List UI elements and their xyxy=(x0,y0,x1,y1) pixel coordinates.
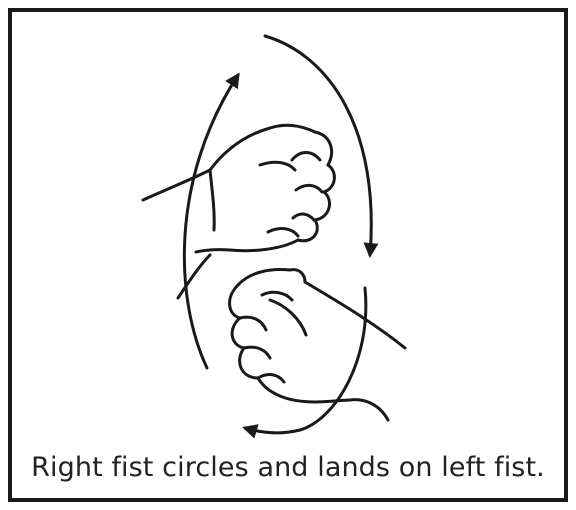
caption: Right fist circles and lands on left fis… xyxy=(0,452,576,483)
right-fist xyxy=(143,125,334,298)
motion-arrow-bottom-left xyxy=(245,288,366,433)
left-fist xyxy=(230,270,405,420)
motion-arrow-left-up xyxy=(184,75,238,368)
motion-arrow-right-down xyxy=(265,36,371,255)
